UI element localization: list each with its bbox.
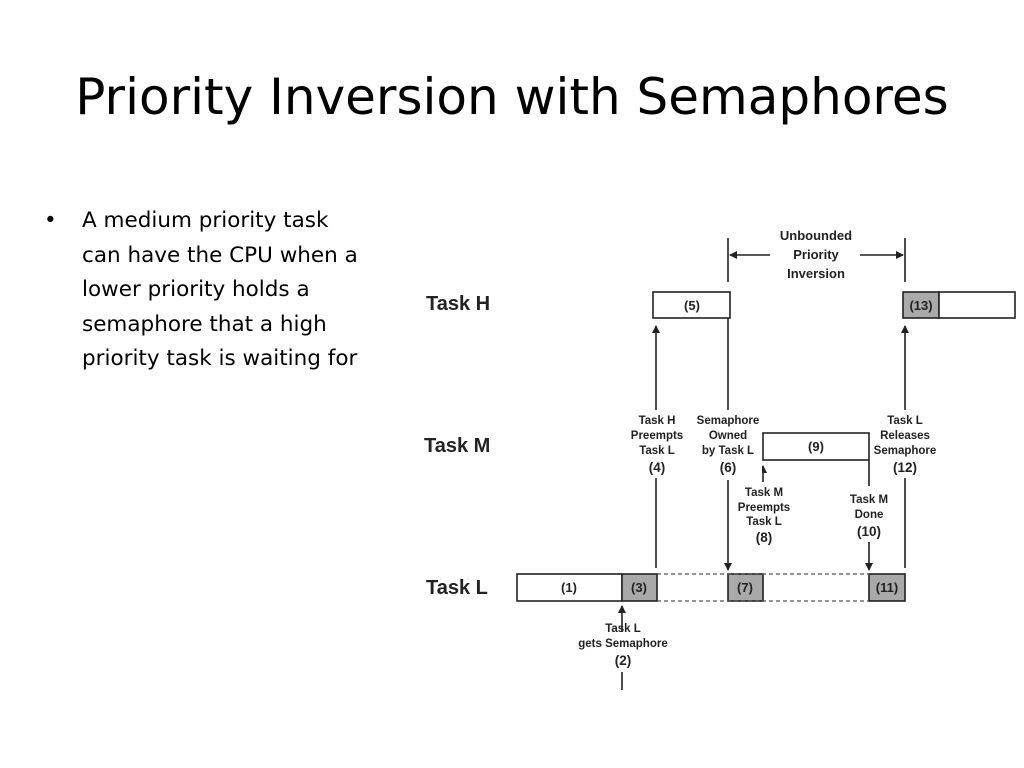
event-2-number: (2): [615, 653, 632, 668]
box-5-label: (5): [684, 298, 700, 313]
box-13-label: (13): [909, 298, 932, 313]
event-4-number: (4): [649, 460, 666, 475]
event-4-line: Task L: [639, 445, 675, 457]
event-8-number: (8): [756, 530, 773, 545]
event-8-line: Preempts: [738, 502, 790, 514]
slide-title: Priority Inversion with Semaphores: [75, 68, 949, 126]
event-12: Task L Releases Semaphore (12): [870, 410, 940, 478]
event-4-line: Task H: [639, 415, 676, 427]
box-1-label: (1): [561, 580, 577, 595]
box-13-continuation: [938, 291, 1016, 319]
event-2-line: gets Semaphore: [578, 638, 667, 650]
box-11-label: (11): [876, 580, 898, 595]
box-1: [516, 573, 623, 602]
row-label-task-h: Task H: [426, 293, 490, 315]
box-7-label: (7): [737, 580, 753, 595]
event-8-line: Task L: [746, 516, 782, 528]
event-10-line: Done: [855, 509, 884, 521]
box-5: [652, 291, 731, 319]
event-10-number: (10): [857, 524, 881, 539]
event-2-line: Task L: [605, 623, 641, 635]
bullet-line: priority task is waiting for: [82, 346, 358, 371]
bullet-line: semaphore that a high: [82, 311, 327, 337]
event-8-line: Task M: [745, 487, 783, 499]
event-12-number: (12): [893, 460, 917, 475]
inversion-label-line: Inversion: [787, 266, 845, 281]
bullet-item: • A medium priority task can have the CP…: [40, 204, 390, 377]
inversion-label-line: Unbounded: [780, 228, 852, 243]
box-9: [762, 432, 870, 461]
bullet-dot-icon: •: [44, 208, 57, 233]
event-6-line: Semaphore: [697, 415, 760, 427]
event-10: Task M Done (10): [844, 488, 896, 542]
bullet-line: can have the CPU when a: [82, 242, 358, 268]
event-4-line: Preempts: [631, 430, 683, 442]
bullet-line: A medium priority task: [82, 208, 329, 233]
event-12-line: Task L: [887, 415, 923, 427]
event-6-number: (6): [720, 460, 737, 475]
event-12-line: Releases: [880, 430, 930, 442]
box-13: [902, 291, 940, 319]
row-label-task-m: Task M: [424, 435, 490, 457]
priority-inversion-diagram: Unbounded Priority Inversion Task H Task…: [424, 228, 1016, 690]
inversion-label-line: Priority: [793, 247, 839, 262]
bullet-list: • A medium priority task can have the CP…: [40, 204, 390, 377]
event-6-line: by Task L: [702, 445, 754, 457]
event-8: Task M Preempts Task L (8): [734, 482, 794, 546]
event-12-line: Semaphore: [874, 445, 937, 457]
box-3-label: (3): [631, 580, 647, 595]
box-9-label: (9): [808, 439, 824, 454]
box-3: [621, 573, 658, 602]
event-6-line: Owned: [709, 430, 747, 442]
row-label-task-l: Task L: [426, 577, 488, 599]
box-11: [868, 573, 906, 602]
box-7: [727, 573, 764, 602]
event-4: Task H Preempts Task L (4): [630, 410, 683, 478]
bullet-line: lower priority holds a: [82, 277, 310, 302]
event-10-line: Task M: [850, 494, 888, 506]
event-6: Semaphore Owned by Task L (6): [694, 410, 762, 478]
event-2: Task L gets Semaphore (2): [578, 623, 667, 668]
